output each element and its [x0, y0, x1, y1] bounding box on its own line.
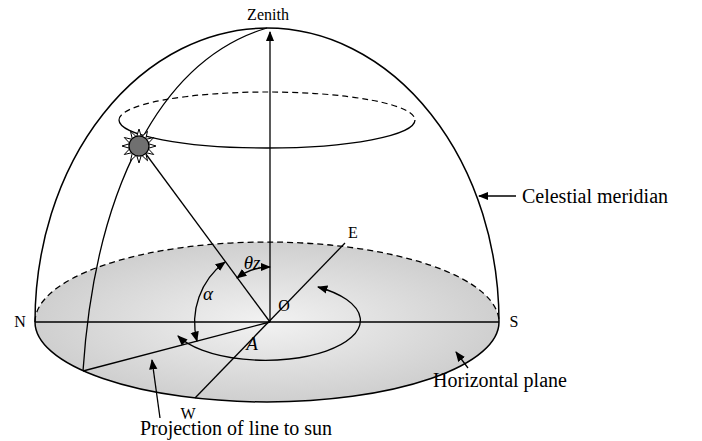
circle-front — [119, 120, 415, 148]
origin-label: O — [278, 298, 290, 314]
leader-meridian — [479, 195, 516, 196]
direction-label: E — [348, 225, 358, 241]
sun-ray — [122, 144, 129, 148]
angle-label: θz — [244, 253, 261, 272]
zenith-label: Zenith — [247, 7, 289, 23]
altitude-arc — [195, 262, 225, 341]
plane-front-edge — [35, 322, 499, 402]
plane-back-edge — [35, 242, 499, 322]
celestial-dome — [35, 28, 499, 322]
angle-label: A — [246, 334, 258, 353]
leader-projection — [152, 360, 160, 418]
sun-ray — [137, 129, 141, 136]
callout-label: Horizontal plane — [433, 370, 567, 390]
callout-label: Celestial meridian — [522, 186, 668, 206]
direction-label: N — [14, 314, 26, 330]
circle-back — [119, 92, 415, 120]
angle-label: α — [203, 284, 213, 303]
sun-symbol — [122, 129, 156, 163]
horizontal-plane — [35, 242, 499, 402]
callout-label: Projection of line to sun — [140, 418, 332, 438]
zenith-line — [269, 32, 270, 322]
sun-ray — [149, 144, 156, 148]
sun-ray — [137, 156, 141, 163]
sun-line — [140, 146, 270, 322]
leader-plane — [456, 352, 468, 368]
projection-line — [83, 322, 270, 371]
sun-meridian — [83, 28, 267, 371]
direction-label: S — [510, 314, 519, 330]
